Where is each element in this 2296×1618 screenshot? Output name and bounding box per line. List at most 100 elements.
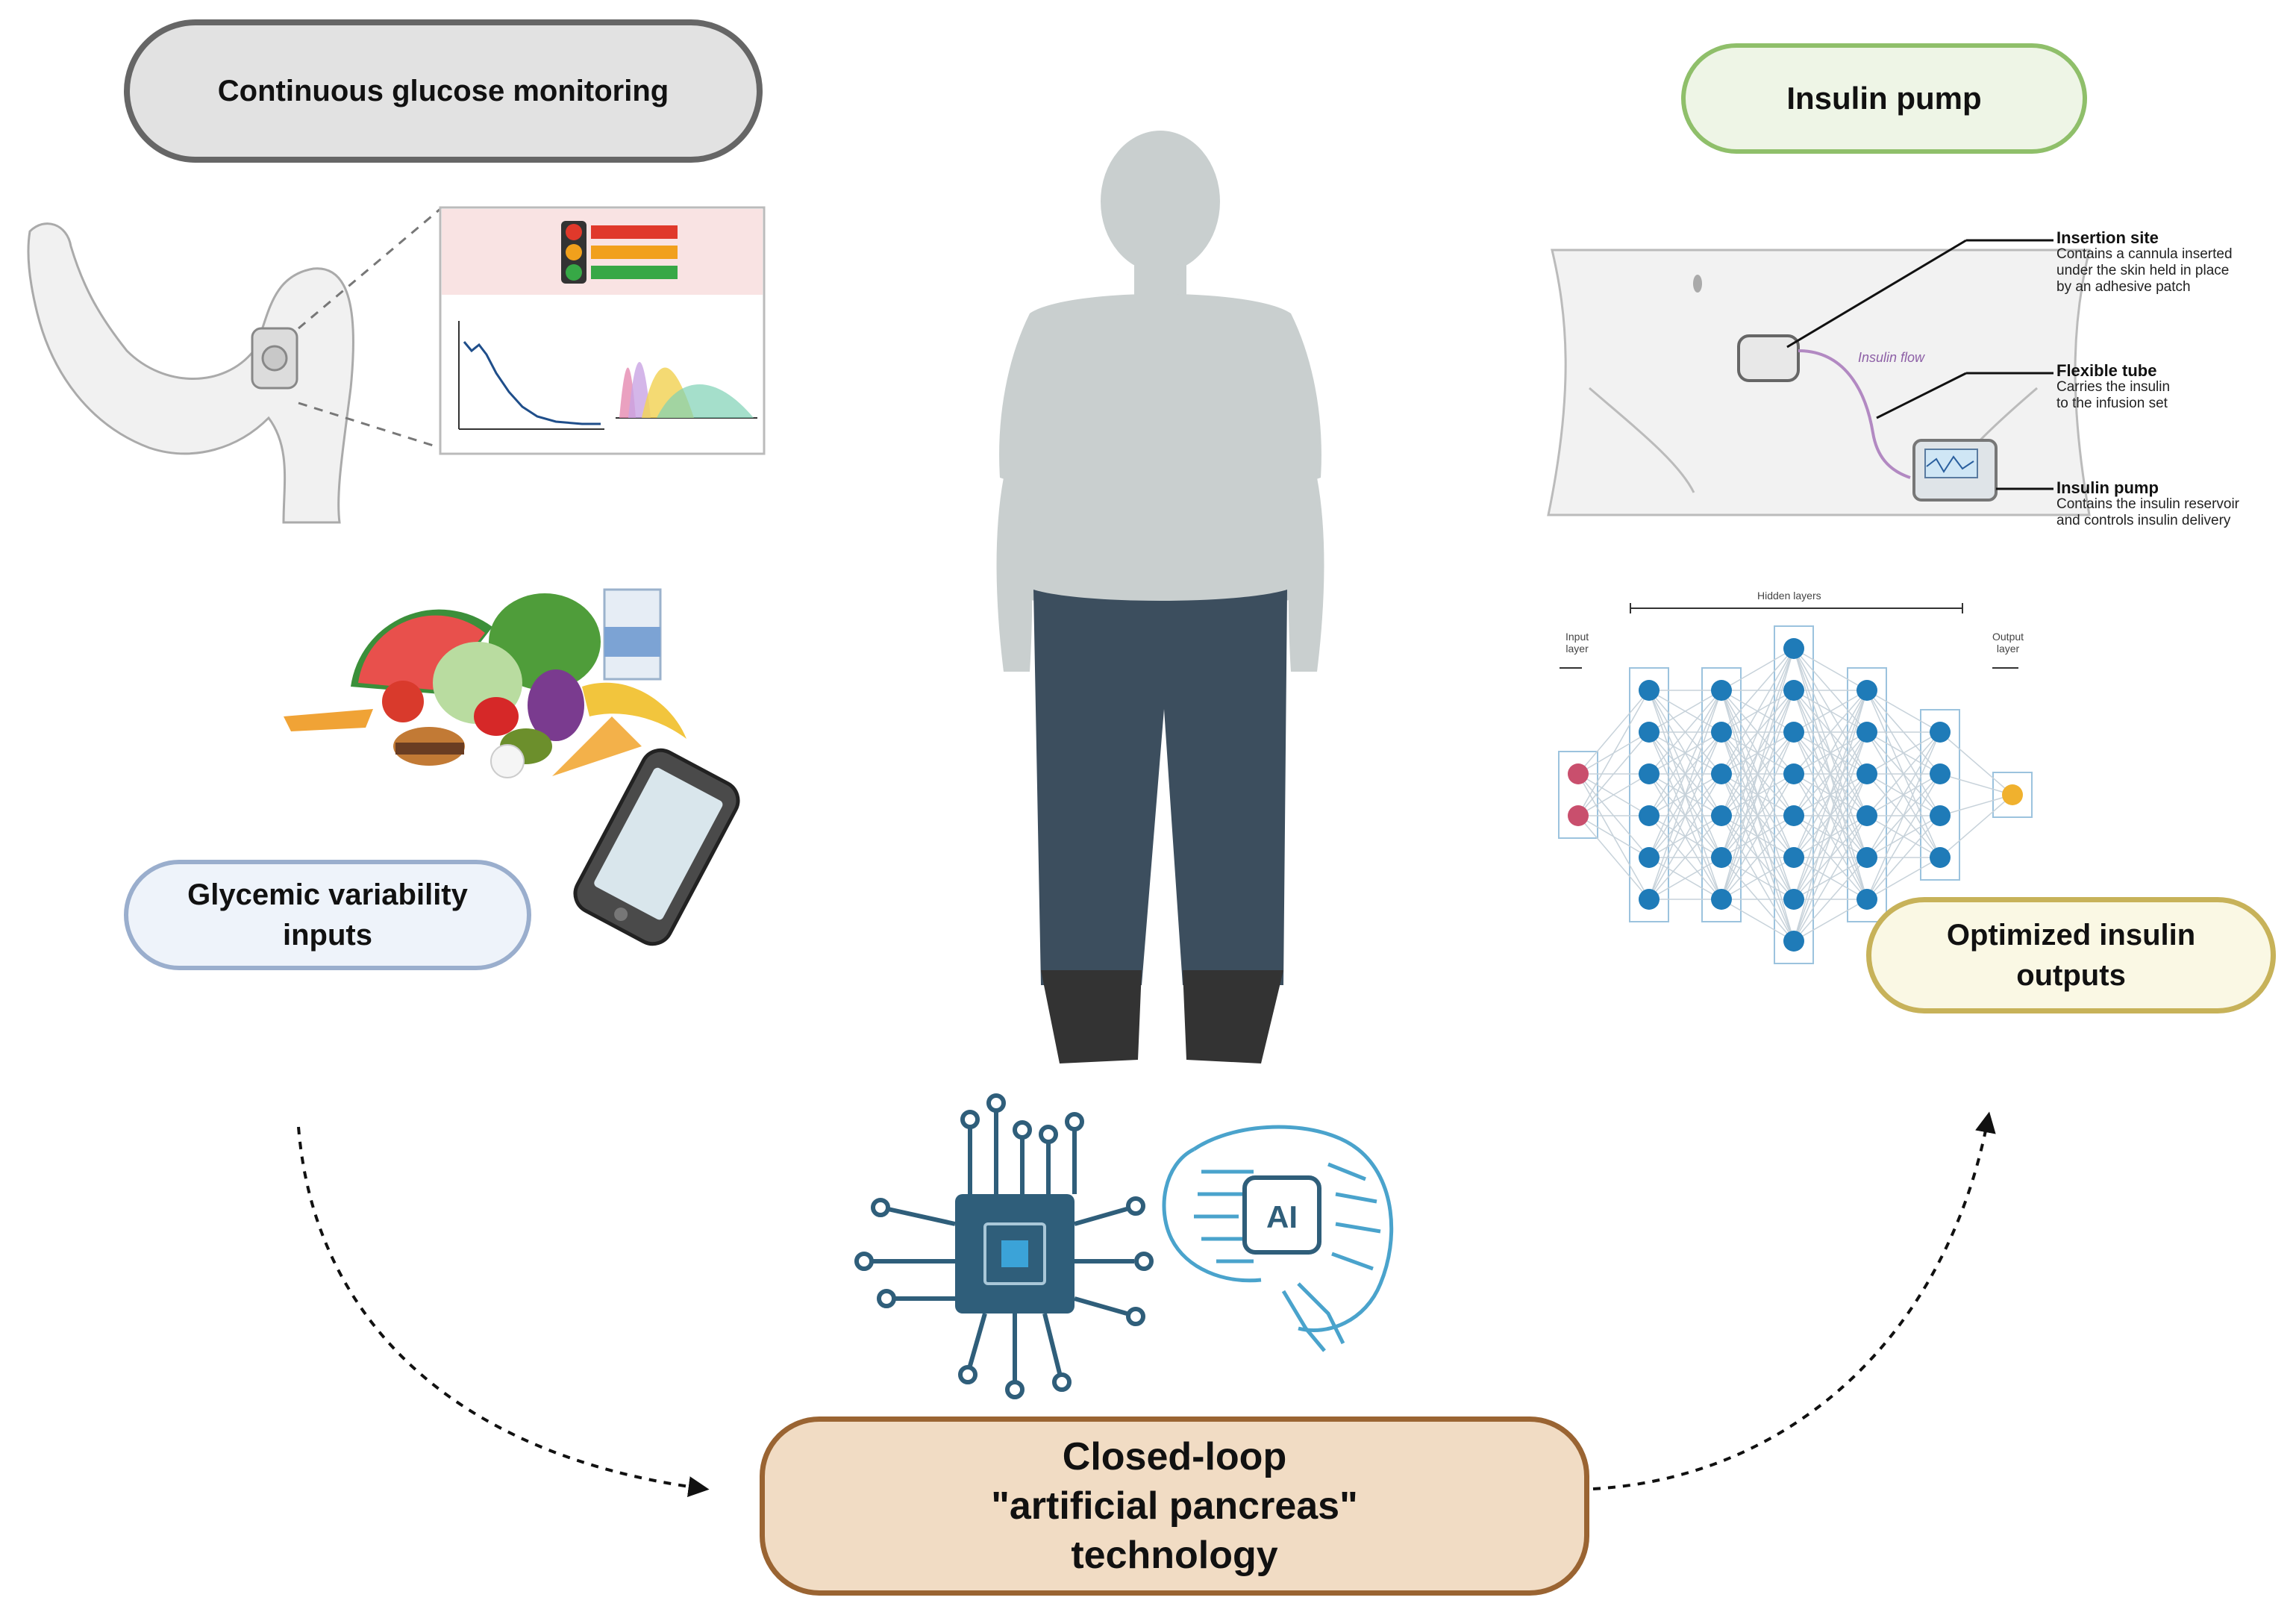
hidden-node xyxy=(1711,889,1732,910)
brain-illustration xyxy=(1162,1125,1394,1352)
glycemic-line-1: Glycemic variability xyxy=(187,878,468,911)
zoom-lines xyxy=(298,207,441,449)
ai-badge xyxy=(1242,1175,1321,1255)
flexible-tube-callout: Flexible tube Carries the insulin to the… xyxy=(2056,363,2170,412)
network-edge xyxy=(1793,857,1868,942)
insulin-flow-label: Insulin flow xyxy=(1858,350,1925,365)
network-edge xyxy=(1793,731,1868,942)
insulin-pump-callout: Insulin pump Contains the insulin reserv… xyxy=(2056,480,2239,529)
hidden-node xyxy=(1783,847,1804,868)
hidden-node xyxy=(1639,722,1660,743)
network-edge xyxy=(1648,815,1722,900)
network-edge xyxy=(1648,773,1722,900)
network-edge xyxy=(1866,815,1941,900)
network-edge xyxy=(1793,690,1868,775)
network-edge xyxy=(1939,773,2013,796)
network-edge xyxy=(1793,815,1868,942)
network-edge xyxy=(1866,773,1941,900)
network-edge xyxy=(1793,690,1868,942)
hidden-node xyxy=(1711,680,1732,701)
flexible-tube-text-2: to the infusion set xyxy=(2056,396,2168,411)
input-node xyxy=(1568,805,1589,826)
hidden-node xyxy=(1856,722,1877,743)
phone-illustration xyxy=(573,748,740,946)
network-edge xyxy=(1793,773,1868,942)
hidden-node xyxy=(1639,847,1660,868)
insulin-pump-box: Insulin pump xyxy=(1681,43,2087,154)
network-edge xyxy=(1793,690,1868,900)
network-edge xyxy=(1866,857,1941,900)
food-illustration xyxy=(284,588,686,778)
flexible-tube xyxy=(1798,349,1911,479)
network-edge xyxy=(1648,690,1722,775)
network-edge xyxy=(1866,731,1941,900)
chip-ai-label: AI xyxy=(1266,1199,1298,1234)
closed-loop-box: Closed-loop "artificial pancreas" techno… xyxy=(760,1416,1589,1596)
network-edge xyxy=(1939,731,2013,796)
hidden-node xyxy=(1930,763,1951,784)
layer-frame xyxy=(1774,625,1814,964)
arrow-loop-to-outputs xyxy=(1592,1111,1996,1490)
hidden-node xyxy=(1930,805,1951,826)
network-edge xyxy=(1648,690,1722,816)
hidden-node xyxy=(1783,763,1804,784)
network-edge xyxy=(1577,815,1650,900)
network-edge xyxy=(1793,690,1868,816)
optimized-line-2: outputs xyxy=(2016,959,2126,992)
hidden-node xyxy=(1711,722,1732,743)
chip-illustration xyxy=(854,1093,1154,1399)
network-edge xyxy=(1577,690,1650,816)
network-edge xyxy=(1721,648,1795,733)
chip-core xyxy=(1001,1240,1028,1267)
network-edge xyxy=(1721,648,1795,816)
hidden-layers-label: Hidden layers xyxy=(1757,590,1821,602)
neural-network xyxy=(1558,625,2033,964)
glycemic-inputs-box: Glycemic variability inputs xyxy=(124,860,531,970)
insulin-pump-text-1: Contains the insulin reservoir xyxy=(2056,496,2240,512)
hidden-node xyxy=(1856,680,1877,701)
traffic-light-green xyxy=(566,264,582,281)
network-edge xyxy=(1577,690,1650,775)
hidden-node xyxy=(1783,931,1804,952)
input-layer-line-1: Input xyxy=(1565,631,1589,643)
chip-core-outline xyxy=(983,1222,1046,1285)
cgm-label: Continuous glucose monitoring xyxy=(217,74,669,107)
closed-loop-line-3: technology xyxy=(1071,1534,1278,1577)
network-edge xyxy=(1721,690,1795,900)
network-edge xyxy=(1866,731,1941,775)
network-edge xyxy=(1721,773,1795,900)
layer-frame xyxy=(1558,751,1598,839)
traffic-light-yellow xyxy=(566,244,582,260)
insertion-site-text-3: by an adhesive patch xyxy=(2056,279,2191,295)
cgm-panel xyxy=(439,206,766,455)
network-edge xyxy=(1648,690,1722,858)
insertion-site-title: Insertion site xyxy=(2056,228,2159,247)
insulin-pump-callout-title: Insulin pump xyxy=(2056,478,2159,497)
layer-frame xyxy=(1629,667,1669,922)
network-edge xyxy=(1866,731,1941,858)
hidden-node xyxy=(1930,847,1951,868)
traffic-light-red xyxy=(566,224,582,240)
network-edge xyxy=(1793,690,1868,858)
hidden-node xyxy=(1856,763,1877,784)
network-edge xyxy=(1577,731,1650,816)
input-layer-label: Input layer xyxy=(1565,631,1589,655)
hidden-node xyxy=(1639,889,1660,910)
glycemic-line-2: inputs xyxy=(283,919,372,952)
network-edge xyxy=(1648,690,1722,900)
network-edge xyxy=(1721,648,1795,775)
network-edge xyxy=(1648,690,1722,733)
network-edge xyxy=(1721,815,1795,900)
hidden-layers-bracket xyxy=(1560,603,2018,669)
network-edge xyxy=(1648,731,1722,900)
person-illustration xyxy=(996,131,1324,1063)
output-layer-label: Output layer xyxy=(1992,631,2024,655)
infusion-set xyxy=(1737,334,1800,382)
network-edge xyxy=(1793,690,1868,733)
hidden-node xyxy=(1639,763,1660,784)
arm-sensor-illustration xyxy=(27,222,354,524)
hidden-node xyxy=(1783,889,1804,910)
flexible-tube-text-1: Carries the insulin xyxy=(2056,379,2171,395)
network-edge xyxy=(1721,648,1795,900)
